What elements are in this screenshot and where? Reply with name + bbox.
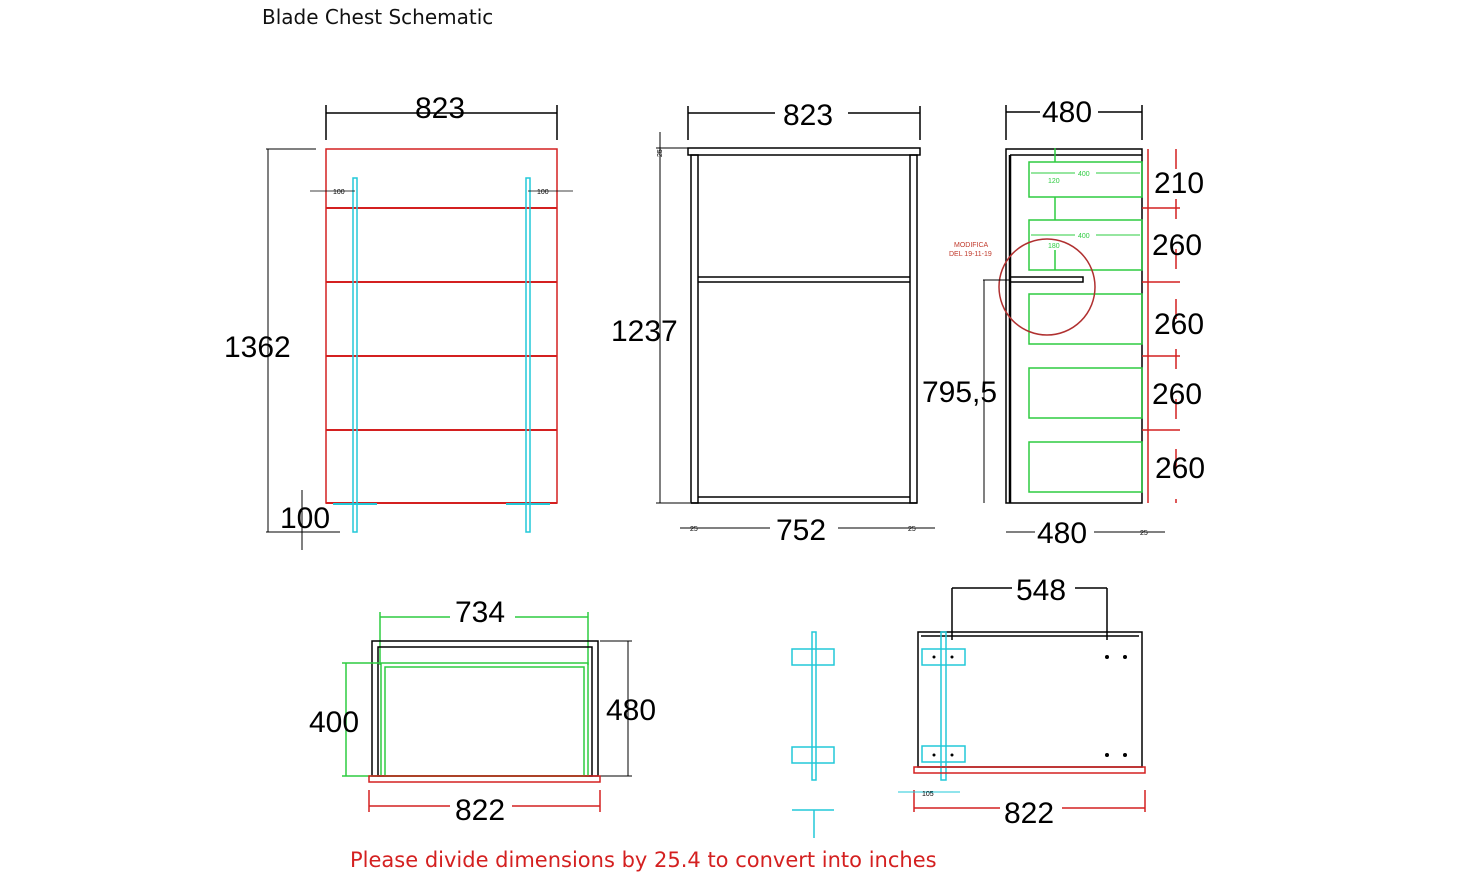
drawer-view: [342, 612, 632, 812]
green-depth-2: 400: [1078, 233, 1090, 240]
front-view: 823 1362 100 100 100: [224, 92, 573, 550]
side-view: [656, 106, 935, 529]
shelf-spacing-4: 260: [1152, 378, 1202, 411]
plan-view: [898, 587, 1146, 812]
drawer-height-label: 480: [606, 694, 656, 727]
depth-width-top-label: 480: [1042, 96, 1092, 129]
front-base-label: 100: [280, 502, 330, 535]
drawer-inner-width-label: 734: [455, 596, 505, 629]
revision-line-1: MODIFICA: [954, 242, 989, 249]
side-left-leg: 25: [690, 526, 698, 533]
revision-line-2: DEL 19-11-19: [949, 251, 992, 258]
shelf-spacing-1: 210: [1154, 167, 1204, 200]
front-width-label: 823: [415, 92, 465, 125]
side-top-thickness: 25: [657, 149, 664, 157]
front-height-label: 1362: [224, 331, 291, 364]
depth-bottom-offset: 25: [1140, 530, 1148, 537]
shelf-spacing-5: 260: [1155, 452, 1205, 485]
shelf-spacing-2: 260: [1152, 229, 1202, 262]
plan-width-label: 822: [1004, 797, 1054, 830]
green-depth-1: 400: [1078, 171, 1090, 178]
conversion-note: Please divide dimensions by 25.4 to conv…: [350, 848, 937, 872]
side-width-label: 823: [783, 99, 833, 132]
rail-detail: [791, 631, 835, 838]
front-left-offset: 100: [333, 189, 345, 196]
depth-view: [983, 105, 1180, 533]
drawer-width-label: 822: [455, 794, 505, 827]
green-gap-1: 120: [1048, 178, 1060, 185]
depth-width-bottom-label: 480: [1037, 517, 1087, 550]
mounting-holes: [932, 655, 1127, 757]
shelf-spacing-3: 260: [1154, 308, 1204, 341]
drawer-inner-height-label: 400: [309, 706, 359, 739]
left-rail: [352, 177, 358, 533]
plan-offset-label: 105: [922, 791, 934, 798]
right-rail: [525, 177, 531, 533]
side-inner-width-label: 752: [776, 514, 826, 547]
front-right-offset: 100: [537, 189, 549, 196]
side-height-label: 1237: [611, 315, 678, 348]
plan-hole-spacing-label: 548: [1016, 574, 1066, 607]
drawing-title: Blade Chest Schematic: [262, 5, 493, 29]
green-gap-2: 180: [1048, 243, 1060, 250]
bracket-height-label: 795,5: [922, 376, 997, 409]
side-right-leg: 25: [908, 526, 916, 533]
